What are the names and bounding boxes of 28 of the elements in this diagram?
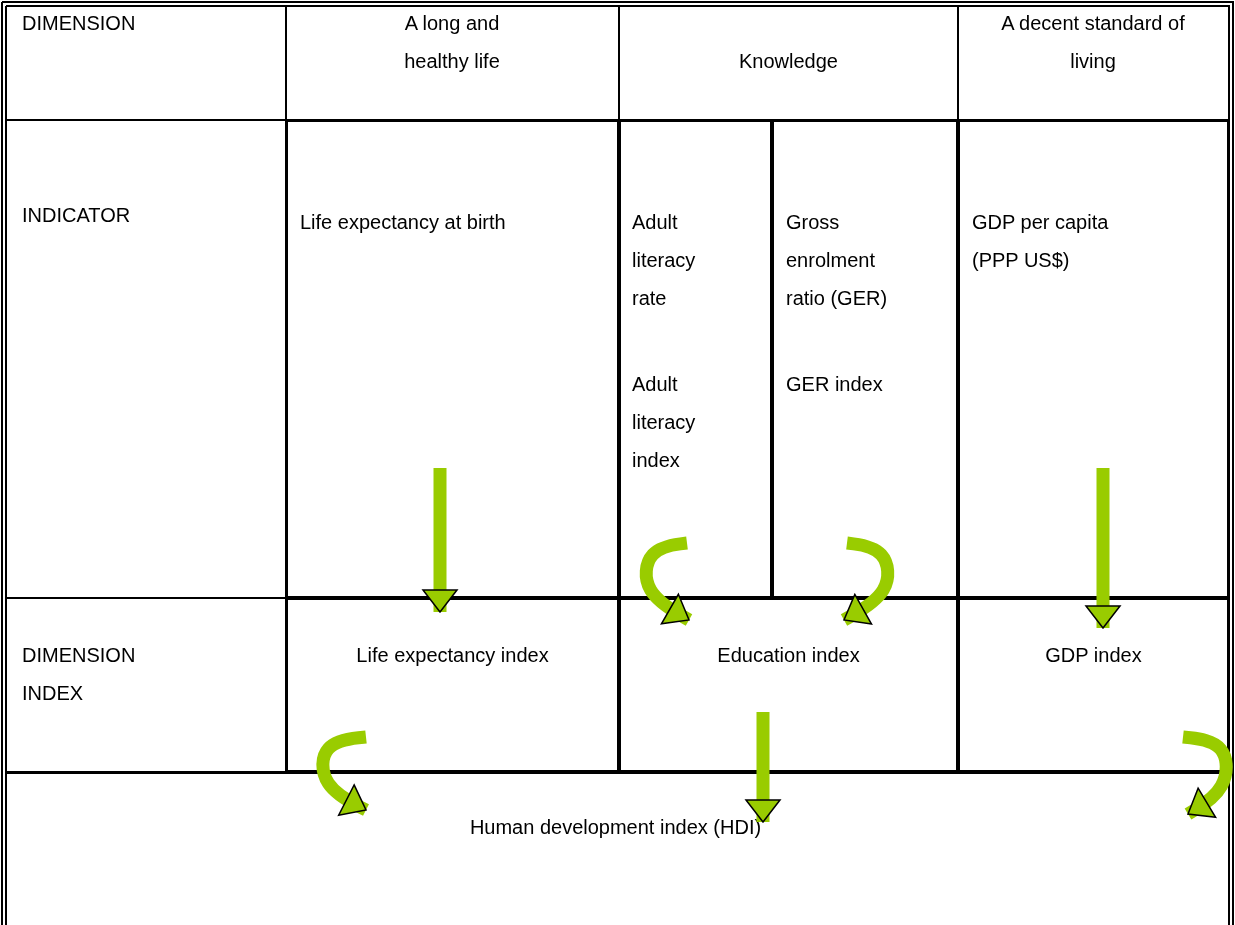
cell-text: Life expectancy at birth <box>300 210 507 235</box>
cell-text: Gross enrolment ratio (GER) <box>786 210 889 311</box>
block-arrow <box>745 712 781 823</box>
cell-text: Adult literacy index <box>632 372 697 473</box>
block-arrow <box>1085 468 1121 629</box>
column-header: A long and healthy life <box>403 11 501 74</box>
row-header: DIMENSION INDEX <box>22 643 137 706</box>
cell-text: GDP index <box>1044 643 1143 668</box>
row-header: INDICATOR <box>22 203 132 228</box>
cell-text: Human development index (HDI) <box>468 815 763 840</box>
cell-text: GDP per capita (PPP US$) <box>972 210 1110 273</box>
table-cell <box>772 120 958 598</box>
cell-text: Life expectancy index <box>355 643 550 668</box>
table-cell <box>286 120 619 598</box>
cell-text: Education index <box>716 643 861 668</box>
table-cell <box>286 598 619 772</box>
cell-text: Adult literacy rate <box>632 210 697 311</box>
block-arrow <box>639 536 693 626</box>
table-cell <box>619 120 772 598</box>
block-arrow <box>840 536 895 626</box>
cell-text: GER index <box>786 372 884 397</box>
column-header: Knowledge <box>738 49 839 74</box>
block-arrow <box>422 468 458 613</box>
column-header: A decent standard of living <box>1000 11 1186 74</box>
table-cell <box>958 120 1229 598</box>
table-cell <box>958 598 1229 772</box>
row-header: DIMENSION <box>22 11 137 36</box>
table-cell <box>619 598 958 772</box>
